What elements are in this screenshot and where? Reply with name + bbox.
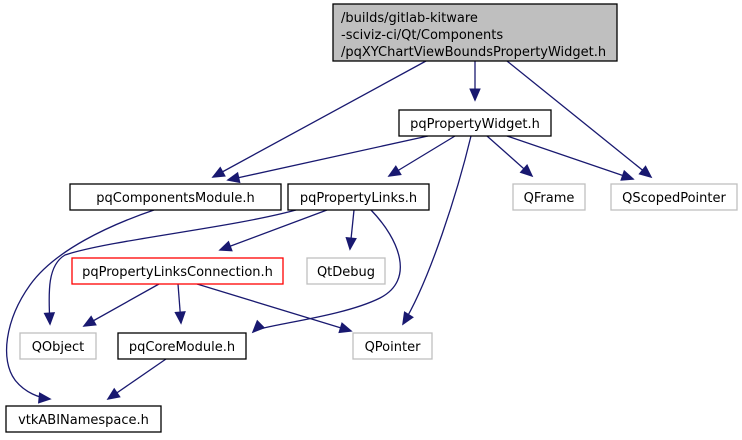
node-label-line: /pqXYChartViewBoundsPropertyWidget.h	[341, 45, 606, 60]
edge-pqPropertyLinksConnection-to-QPointer	[196, 283, 353, 334]
node-pqComponentsModule[interactable]: pqComponentsModule.h	[69, 183, 282, 211]
edge-pqPropertyLinksConnection-to-QObject	[82, 283, 160, 327]
node-label: QScopedPointer	[622, 191, 726, 206]
edge-line	[196, 283, 352, 332]
edge-pqPropertyWidget-to-QPointer	[402, 135, 472, 326]
node-box	[71, 257, 284, 285]
arrowhead-icon	[251, 319, 266, 334]
arrowhead-icon	[106, 387, 121, 400]
arrowhead-icon	[519, 164, 534, 178]
edge-line	[5, 209, 155, 400]
edge-root-to-pqPropertyWidget	[469, 61, 481, 102]
edge-pqPropertyLinks-to-QtDebug	[345, 209, 357, 251]
node-box	[117, 332, 247, 360]
node-label: pqCoreModule.h	[129, 340, 235, 355]
node-label: pqPropertyWidget.h	[410, 117, 540, 132]
node-pqPropertyWidget[interactable]: pqPropertyWidget.h	[398, 109, 552, 137]
edge-line	[212, 60, 427, 178]
edge-line	[48, 209, 297, 325]
arrowhead-icon	[387, 165, 402, 177]
node-QPointer[interactable]: QPointer	[352, 332, 433, 360]
edge-root-to-QScopedPointer	[506, 60, 653, 179]
node-box	[332, 3, 618, 62]
edge-line	[506, 135, 634, 180]
node-label: pqPropertyLinks.h	[300, 191, 417, 206]
edge-line	[388, 135, 456, 177]
edge-pqPropertyLinks-to-pqCoreModule	[251, 209, 401, 334]
node-root: /builds/gitlab-kitware -sciviz-ci/Qt/Comp…	[332, 3, 618, 62]
edge-pqComponentsModule-to-vtkABINamespace	[5, 209, 155, 404]
node-box	[352, 332, 433, 360]
node-label-line: /builds/gitlab-kitware	[341, 11, 478, 26]
node-pqCoreModule[interactable]: pqCoreModule.h	[117, 332, 247, 360]
node-box	[287, 183, 430, 211]
arrowhead-icon	[37, 392, 52, 404]
edge-line	[107, 358, 167, 400]
node-vtkABINamespace[interactable]: vtkABINamespace.h	[5, 405, 162, 433]
edge-pqPropertyWidget-to-pqPropertyLinks	[387, 135, 456, 177]
arrowhead-icon	[43, 312, 56, 326]
edge-line	[402, 135, 472, 325]
edge-pqPropertyLinks-to-pqPropertyLinksConnection	[218, 209, 328, 252]
edge-pqCoreModule-to-vtkABINamespace	[106, 358, 167, 400]
arrowhead-icon	[338, 322, 353, 334]
arrowhead-icon	[345, 236, 357, 251]
node-pqPropertyLinksConnection[interactable]: pqPropertyLinksConnection.h	[71, 257, 284, 285]
edge-pqPropertyLinksConnection-to-pqCoreModule	[174, 283, 186, 325]
arrowhead-icon	[620, 169, 635, 181]
node-QtDebug[interactable]: QtDebug	[306, 257, 386, 285]
edge-pqPropertyLinks-to-QObject	[43, 209, 297, 326]
arrowhead-icon	[226, 171, 241, 184]
arrowhead-icon	[469, 88, 481, 102]
node-box	[398, 109, 552, 137]
node-label: QPointer	[365, 340, 422, 355]
node-pqPropertyLinks[interactable]: pqPropertyLinks.h	[287, 183, 430, 211]
edge-line	[506, 60, 652, 178]
node-box	[5, 405, 162, 433]
arrowhead-icon	[218, 240, 233, 252]
edge-pqPropertyWidget-to-pqComponentsModule	[226, 135, 429, 184]
nodes: /builds/gitlab-kitware -sciviz-ci/Qt/Comp…	[5, 3, 738, 433]
node-label: pqComponentsModule.h	[96, 191, 254, 206]
node-QObject[interactable]: QObject	[19, 332, 97, 360]
node-label: vtkABINamespace.h	[18, 413, 149, 428]
node-box	[19, 332, 97, 360]
node-QScopedPointer[interactable]: QScopedPointer	[610, 183, 738, 211]
arrowhead-icon	[211, 166, 226, 178]
edge-line	[227, 135, 429, 181]
node-QFrame[interactable]: QFrame	[512, 183, 586, 211]
edge-root-to-pqComponentsModule	[211, 60, 427, 178]
node-box	[69, 183, 282, 211]
edges	[5, 60, 653, 404]
arrowhead-icon	[82, 315, 97, 327]
edge-pqPropertyWidget-to-QScopedPointer	[506, 135, 635, 181]
edge-pqPropertyWidget-to-QFrame	[486, 135, 534, 178]
edge-line	[252, 209, 401, 333]
arrowhead-icon	[174, 311, 186, 325]
edge-line	[219, 209, 328, 251]
node-box	[610, 183, 738, 211]
node-label: QtDebug	[317, 265, 375, 280]
node-box	[306, 257, 386, 285]
arrowhead-icon	[638, 165, 653, 179]
node-label: QObject	[32, 340, 85, 355]
edge-line	[83, 283, 160, 327]
node-label: QFrame	[524, 191, 575, 206]
node-label: pqPropertyLinksConnection.h	[82, 265, 273, 280]
node-label-line: -sciviz-ci/Qt/Components	[341, 28, 503, 43]
node-box	[512, 183, 586, 211]
arrowhead-icon	[402, 311, 414, 326]
